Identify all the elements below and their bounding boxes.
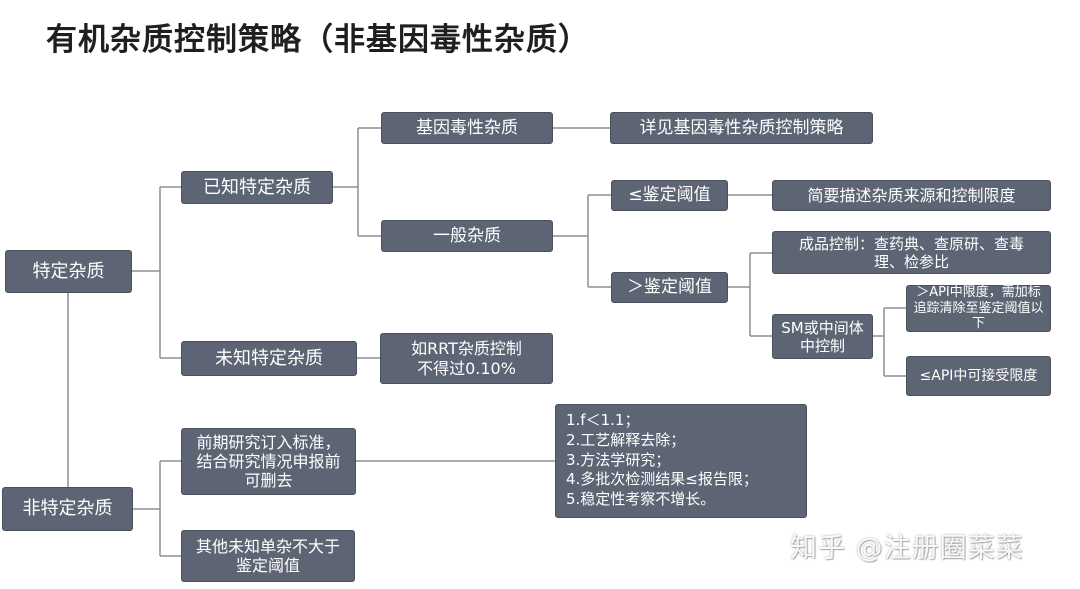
node-above-api-limit: ＞API中限度，需加标追踪清除至鉴定阈值以下	[906, 285, 1051, 332]
node-le-identification-threshold: ≤鉴定阈值	[611, 180, 728, 211]
node-other-unknown-single-impurity: 其他未知单杂不大于鉴定阈值	[181, 530, 355, 582]
node-sm-intermediate-control: SM或中间体中控制	[772, 314, 873, 359]
node-general-impurity: 一般杂质	[381, 220, 553, 252]
node-final-product-control: 成品控制：查药典、查原研、查毒理、检参比	[772, 231, 1051, 274]
watermark-text: 知乎 @注册圈菜菜	[790, 533, 1024, 564]
node-genotoxic-strategy-ref: 详见基因毒性杂质控制策略	[610, 112, 873, 144]
node-non-specified-impurity: 非特定杂质	[2, 487, 133, 531]
page-title: 有机杂质控制策略（非基因毒性杂质）	[46, 22, 590, 58]
node-unknown-specified-impurity: 未知特定杂质	[181, 341, 357, 376]
node-known-specified-impurity: 已知特定杂质	[181, 171, 333, 204]
node-specified-impurity: 特定杂质	[5, 250, 132, 293]
node-gt-identification-threshold: ＞鉴定阈值	[611, 272, 728, 303]
node-genotoxic-impurity: 基因毒性杂质	[381, 112, 553, 144]
node-early-study-standard: 前期研究订入标准，结合研究情况申报前可删去	[181, 428, 356, 495]
node-within-api-limit: ≤API中可接受限度	[906, 356, 1051, 396]
node-deletion-criteria-list: 1.f＜1.1； 2.工艺解释去除； 3.方法学研究； 4.多批次检测结果≤报告…	[555, 404, 807, 518]
node-rrt-impurity-limit: 如RRT杂质控制 不得过0.10%	[380, 333, 553, 384]
node-source-and-limit-description: 简要描述杂质来源和控制限度	[772, 180, 1051, 211]
